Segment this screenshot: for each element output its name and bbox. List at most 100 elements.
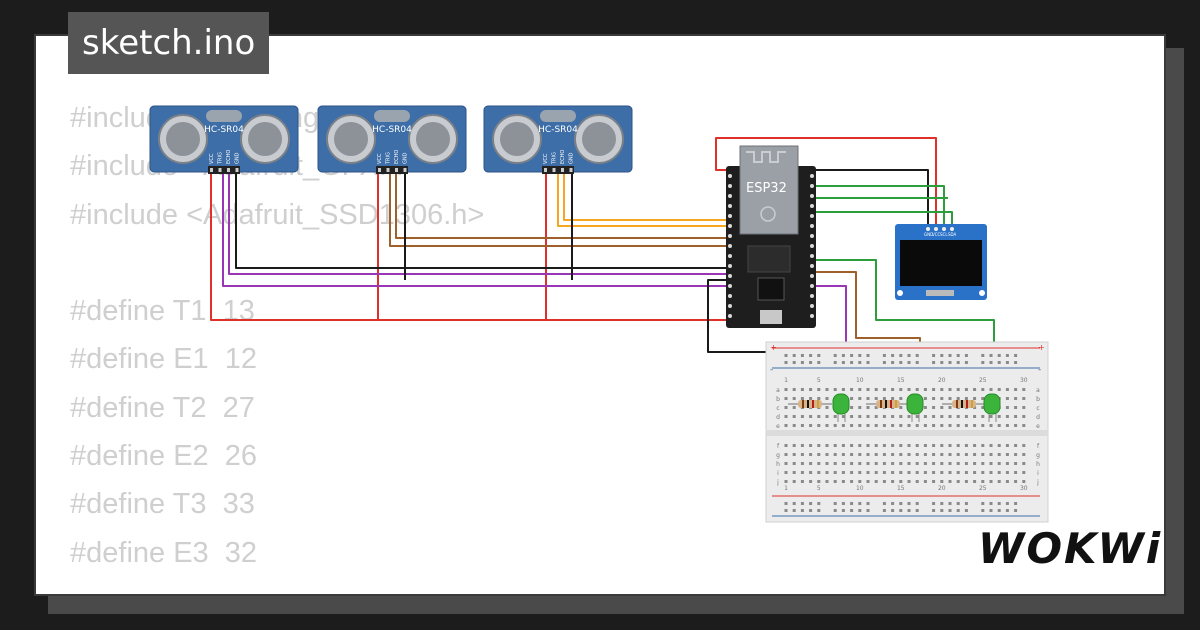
breadboard-hole[interactable] [907, 415, 911, 418]
breadboard-hole[interactable] [891, 397, 895, 400]
breadboard-hole[interactable] [833, 415, 837, 418]
breadboard-hole[interactable] [964, 388, 968, 391]
breadboard-rail-hole[interactable] [1005, 361, 1009, 364]
breadboard-hole[interactable] [825, 415, 829, 418]
breadboard-hole[interactable] [817, 453, 821, 456]
breadboard-hole[interactable] [989, 388, 993, 391]
breadboard-hole[interactable] [981, 424, 985, 427]
breadboard-rail-hole[interactable] [997, 502, 1001, 505]
breadboard-hole[interactable] [956, 480, 960, 483]
breadboard-hole[interactable] [858, 388, 862, 391]
breadboard-rail-hole[interactable] [809, 354, 813, 357]
breadboard-hole[interactable] [874, 397, 878, 400]
breadboard-hole[interactable] [932, 480, 936, 483]
breadboard-rail-hole[interactable] [809, 509, 813, 512]
breadboard-rail-hole[interactable] [948, 354, 952, 357]
breadboard-hole[interactable] [981, 471, 985, 474]
breadboard-hole[interactable] [948, 415, 952, 418]
breadboard-hole[interactable] [882, 397, 886, 400]
breadboard-hole[interactable] [866, 471, 870, 474]
breadboard-hole[interactable] [809, 480, 813, 483]
breadboard-hole[interactable] [907, 453, 911, 456]
breadboard-hole[interactable] [800, 462, 804, 465]
breadboard-hole[interactable] [809, 471, 813, 474]
breadboard-hole[interactable] [866, 406, 870, 409]
breadboard-rail-hole[interactable] [964, 509, 968, 512]
breadboard-hole[interactable] [784, 388, 788, 391]
breadboard-hole[interactable] [989, 415, 993, 418]
breadboard-hole[interactable] [932, 424, 936, 427]
breadboard-rail-hole[interactable] [964, 354, 968, 357]
breadboard-rail-hole[interactable] [784, 361, 788, 364]
breadboard-hole[interactable] [997, 388, 1001, 391]
resistor-3[interactable] [942, 400, 986, 408]
breadboard-hole[interactable] [1005, 471, 1009, 474]
breadboard-hole[interactable] [1022, 397, 1026, 400]
breadboard-hole[interactable] [1022, 388, 1026, 391]
breadboard-hole[interactable] [874, 453, 878, 456]
breadboard-hole[interactable] [899, 406, 903, 409]
breadboard-hole[interactable] [1014, 480, 1018, 483]
breadboard-hole[interactable] [882, 462, 886, 465]
breadboard-hole[interactable] [948, 444, 952, 447]
esp32-pin[interactable] [728, 264, 732, 268]
breadboard-rail-hole[interactable] [833, 502, 837, 505]
breadboard-rail-hole[interactable] [989, 361, 993, 364]
breadboard-rail-hole[interactable] [932, 361, 936, 364]
breadboard-hole[interactable] [956, 424, 960, 427]
breadboard-hole[interactable] [932, 388, 936, 391]
sensor-pin[interactable] [552, 168, 556, 172]
breadboard-hole[interactable] [940, 480, 944, 483]
sensor-pin[interactable] [378, 168, 381, 172]
breadboard-hole[interactable] [956, 415, 960, 418]
breadboard-hole[interactable] [1005, 462, 1009, 465]
esp32-pin[interactable] [810, 294, 814, 298]
breadboard-rail-hole[interactable] [940, 509, 944, 512]
breadboard-rail-hole[interactable] [989, 502, 993, 505]
sensor-pin[interactable] [395, 168, 398, 172]
breadboard-hole[interactable] [940, 415, 944, 418]
breadboard-hole[interactable] [907, 462, 911, 465]
breadboard-hole[interactable] [784, 444, 788, 447]
breadboard-hole[interactable] [792, 471, 796, 474]
breadboard-rail-hole[interactable] [800, 502, 804, 505]
breadboard-hole[interactable] [956, 388, 960, 391]
breadboard-rail-hole[interactable] [915, 354, 919, 357]
breadboard-rail-hole[interactable] [899, 509, 903, 512]
breadboard-hole[interactable] [1005, 397, 1009, 400]
breadboard-rail-hole[interactable] [891, 502, 895, 505]
breadboard-hole[interactable] [800, 471, 804, 474]
breadboard-hole[interactable] [973, 388, 977, 391]
esp32-pin[interactable] [810, 244, 814, 248]
breadboard-hole[interactable] [932, 453, 936, 456]
breadboard-hole[interactable] [964, 415, 968, 418]
breadboard-rail-hole[interactable] [981, 502, 985, 505]
breadboard-hole[interactable] [981, 397, 985, 400]
breadboard-hole[interactable] [858, 406, 862, 409]
breadboard-hole[interactable] [817, 424, 821, 427]
breadboard-hole[interactable] [874, 388, 878, 391]
breadboard-hole[interactable] [899, 415, 903, 418]
breadboard-hole[interactable] [940, 397, 944, 400]
breadboard-hole[interactable] [948, 453, 952, 456]
breadboard-hole[interactable] [800, 480, 804, 483]
breadboard-hole[interactable] [940, 453, 944, 456]
esp32-pin[interactable] [810, 224, 814, 228]
sensor-pin[interactable] [544, 168, 547, 172]
breadboard-rail-hole[interactable] [841, 354, 845, 357]
breadboard-hole[interactable] [825, 471, 829, 474]
breadboard-hole[interactable] [973, 444, 977, 447]
breadboard-hole[interactable] [825, 462, 829, 465]
esp32-pin[interactable] [728, 284, 732, 288]
esp32-pin[interactable] [728, 194, 732, 198]
breadboard-hole[interactable] [981, 388, 985, 391]
esp32-board[interactable]: ESP32 [726, 145, 816, 328]
breadboard-rail-hole[interactable] [850, 361, 854, 364]
breadboard-hole[interactable] [899, 388, 903, 391]
breadboard-hole[interactable] [792, 453, 796, 456]
breadboard-rail-hole[interactable] [907, 361, 911, 364]
esp32-pin[interactable] [810, 174, 814, 178]
breadboard-rail-hole[interactable] [1014, 502, 1018, 505]
